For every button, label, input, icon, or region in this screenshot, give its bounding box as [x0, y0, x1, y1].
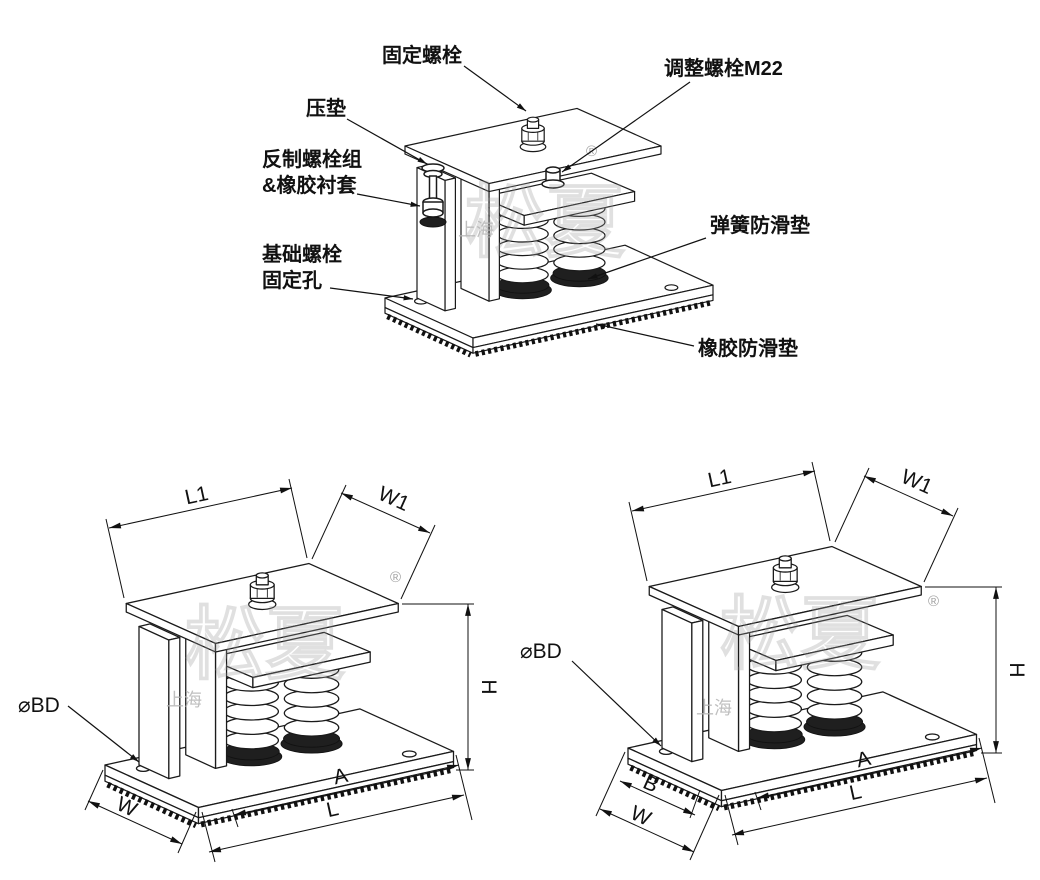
callout-pressure-pad: 压垫 — [306, 96, 428, 165]
pressure-pad-part — [421, 163, 445, 179]
registered-mark: ® — [928, 593, 939, 610]
label-spring-antislip-pad: 弹簧防滑垫 — [710, 213, 810, 237]
dim-L-right: L — [724, 777, 988, 846]
annotated-drawing: 松夏 上海 ® 固定螺栓 调整螺栓M22 压垫 反制螺栓组 &橡胶衬套 基础螺栓… — [262, 43, 810, 360]
label-rubber-bushing: &橡胶衬套 — [262, 173, 356, 197]
adjust-bolt-part — [541, 166, 565, 189]
label-counter-bolt-group: 反制螺栓组 — [262, 147, 362, 171]
dim-drawing-right: 松夏 上海 ® L1 W1 H A — [520, 461, 1028, 861]
label-pressure-pad: 压垫 — [306, 96, 346, 120]
label-fixing-hole: 固定孔 — [262, 268, 322, 292]
dim-label-L1: L1 — [183, 482, 211, 509]
watermark-top: 松夏 上海 ® — [458, 143, 627, 268]
dim-L-left: L — [201, 794, 465, 863]
watermark-city: 上海 — [458, 220, 494, 240]
watermark-city: 上海 — [166, 690, 202, 710]
dim-drawing-left: 松夏 上海 ® L1 W1 H A — [18, 478, 500, 863]
callout-counter-bolt: 反制螺栓组 &橡胶衬套 — [262, 147, 421, 207]
callout-adjust-bolt: 调整螺栓M22 — [561, 56, 783, 173]
label-foundation-bolt: 基础螺栓 — [262, 242, 342, 266]
dim-label-A: A — [854, 747, 873, 772]
label-rubber-antislip-pad: 橡胶防滑垫 — [698, 336, 798, 360]
dim-label-A: A — [331, 764, 350, 789]
dim-label-W: W — [113, 793, 141, 822]
label-adjust-bolt: 调整螺栓M22 — [664, 56, 783, 80]
watermark-right: 松夏 上海 ® — [696, 589, 939, 718]
dim-label-BD: ⌀BD — [18, 694, 60, 717]
label-fixing-bolt: 固定螺栓 — [382, 43, 462, 67]
dim-label-H: H — [477, 679, 500, 694]
watermark-brand: 松夏 — [185, 600, 346, 689]
dim-label-L1: L1 — [706, 465, 734, 492]
dim-BD-right: ⌀BD — [520, 640, 662, 747]
dim-label-W: W — [627, 802, 655, 831]
registered-mark: ® — [390, 569, 401, 586]
callout-spring-pad: 弹簧防滑垫 — [587, 213, 810, 280]
dim-label-L: L — [324, 797, 340, 822]
dim-H-right: H — [925, 586, 1028, 754]
dim-H-left: H — [402, 603, 500, 771]
dim-label-BD: ⌀BD — [520, 640, 562, 663]
dim-BD-left: ⌀BD — [18, 694, 140, 763]
dim-L1-right: L1 — [628, 461, 831, 582]
callout-fixing-bolt: 固定螺栓 — [382, 43, 527, 112]
callout-rubber-pad: 橡胶防滑垫 — [595, 323, 798, 360]
callout-foundation-hole: 基础螺栓 固定孔 — [262, 242, 414, 301]
dim-label-L: L — [847, 780, 863, 805]
counter-bolt-part — [419, 175, 447, 228]
dim-L1-left: L1 — [105, 478, 308, 599]
watermark-brand: 松夏 — [465, 178, 626, 267]
dim-label-H: H — [1005, 662, 1028, 677]
watermark-city: 上海 — [696, 698, 732, 718]
watermark-left: 松夏 上海 ® — [166, 569, 401, 710]
watermark-brand: 松夏 — [720, 590, 881, 679]
